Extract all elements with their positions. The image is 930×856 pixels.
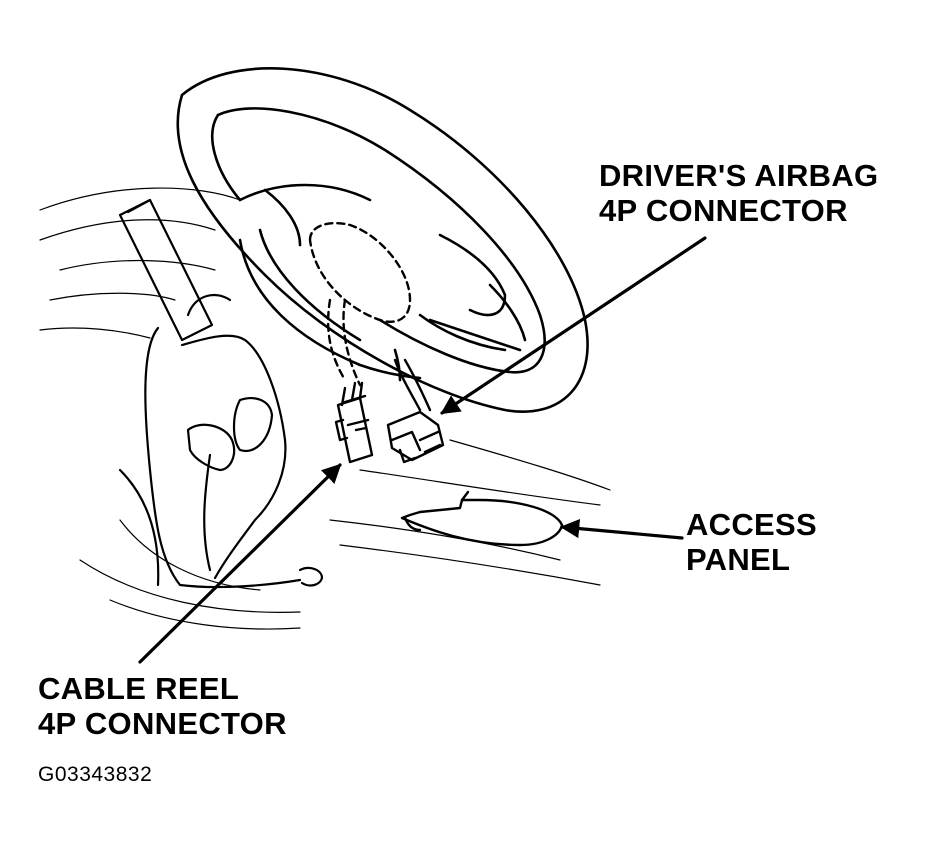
figure-id: G03343832 <box>38 763 153 786</box>
cable-reel-leader <box>138 463 342 664</box>
access-panel-label-line2: PANEL <box>686 542 791 577</box>
airbag-module-dashed <box>308 221 412 387</box>
access-panel-label: ACCESS PANEL <box>686 507 817 577</box>
cable-reel-label-line1: CABLE REEL <box>38 671 240 706</box>
drivers-airbag-label-line1: DRIVER'S AIRBAG <box>599 158 879 193</box>
cable-reel-label-line2: 4P CONNECTOR <box>38 706 287 741</box>
cable-reel-connector-drawing <box>334 381 374 464</box>
steering-wheel <box>176 67 589 413</box>
dashboard-outline <box>39 187 611 630</box>
steering-column <box>118 198 324 589</box>
access-panel-label-line1: ACCESS <box>686 507 817 542</box>
cable-reel-connector-label: CABLE REEL 4P CONNECTOR <box>38 671 287 741</box>
leader-arrows <box>138 236 707 664</box>
drivers-airbag-connector-label: DRIVER'S AIRBAG 4P CONNECTOR <box>599 158 878 228</box>
airbag-connector-leader <box>440 236 707 415</box>
access-panel-drawing <box>400 490 564 547</box>
drivers-airbag-label-line2: 4P CONNECTOR <box>599 193 848 228</box>
access-panel-leader <box>560 519 684 540</box>
airbag-connector-drawing <box>386 358 445 464</box>
